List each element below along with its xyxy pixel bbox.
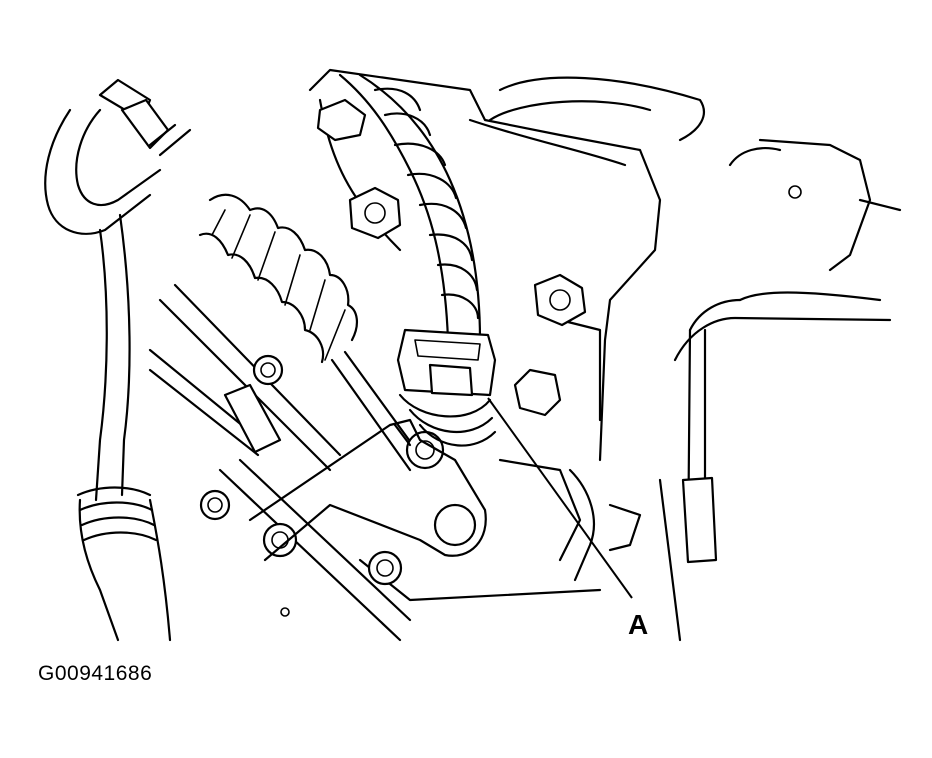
transmission-case [308, 68, 706, 602]
sensor-connector [396, 328, 497, 447]
figure-id: G00941686 [38, 662, 153, 685]
upper-left-fitting [98, 78, 192, 157]
case-bolts [199, 98, 802, 617]
callout-leader-line [487, 397, 633, 599]
callout-label-a: A [628, 609, 648, 640]
left-coolant-pipe [44, 108, 172, 642]
shift-cable-bellows [198, 193, 427, 472]
right-side-component [658, 138, 902, 642]
shift-linkage-rods [148, 283, 412, 642]
shift-lever-arm [248, 418, 487, 562]
wiring-harness [338, 73, 482, 342]
